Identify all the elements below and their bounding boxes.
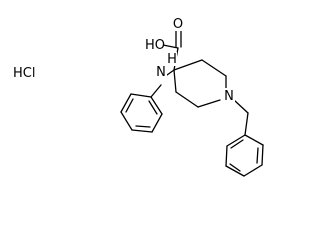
ring-nitrogen-label: N [224,89,234,104]
amine-hydrogen-label: H [167,52,177,67]
bond-ring-c4-c3 [173,59,203,71]
bond-ring-n-c6 [197,99,221,108]
bond-ph1-e [151,113,163,133]
atom-labels: O HO H N N HCl [13,16,235,104]
molecule-diagram: O HO H N N HCl [13,16,264,177]
bond-ph1-a [130,93,152,98]
bond-ph2-inner-1 [256,147,259,164]
bond-ph2-a [244,134,264,146]
bond-ph1-d [131,129,153,133]
bond-ph1-inner-1 [125,98,134,113]
structure-canvas: O HO H N N HCl [13,16,264,177]
bond-ph1-f [150,96,163,115]
bond-ph2-e [225,145,228,167]
bond-c4-nh [166,69,175,76]
bonds [120,29,264,177]
hcl-salt-label: HCl [13,66,35,81]
hydroxyl-label: HO [145,38,165,53]
bond-ring-c3-c2 [201,59,227,77]
bond-ph1-inner-3 [148,100,158,115]
bond-ph2-d [225,165,245,177]
bond-c-oh [162,44,179,49]
bond-ph2-inner-2 [229,163,241,172]
amine-nitrogen-label: N [156,65,166,80]
bond-ph1-c [120,111,133,131]
bond-ph2-c [243,164,263,177]
bond-ring-c5-c4 [173,69,177,93]
bond-ph1-b [120,93,132,113]
bond-ph2-inner-3 [230,139,244,149]
bond-n-ch2 [233,99,249,114]
bond-nh-phenyl [150,84,162,98]
bond-ph1-inner-2 [135,125,151,128]
bond-ph2-b [261,144,264,166]
bond-ph2-f [226,134,246,147]
oxygen-double-label: O [173,17,183,32]
bond-ch2-ph2 [244,112,249,136]
bond-ring-c6-c5 [175,91,199,108]
